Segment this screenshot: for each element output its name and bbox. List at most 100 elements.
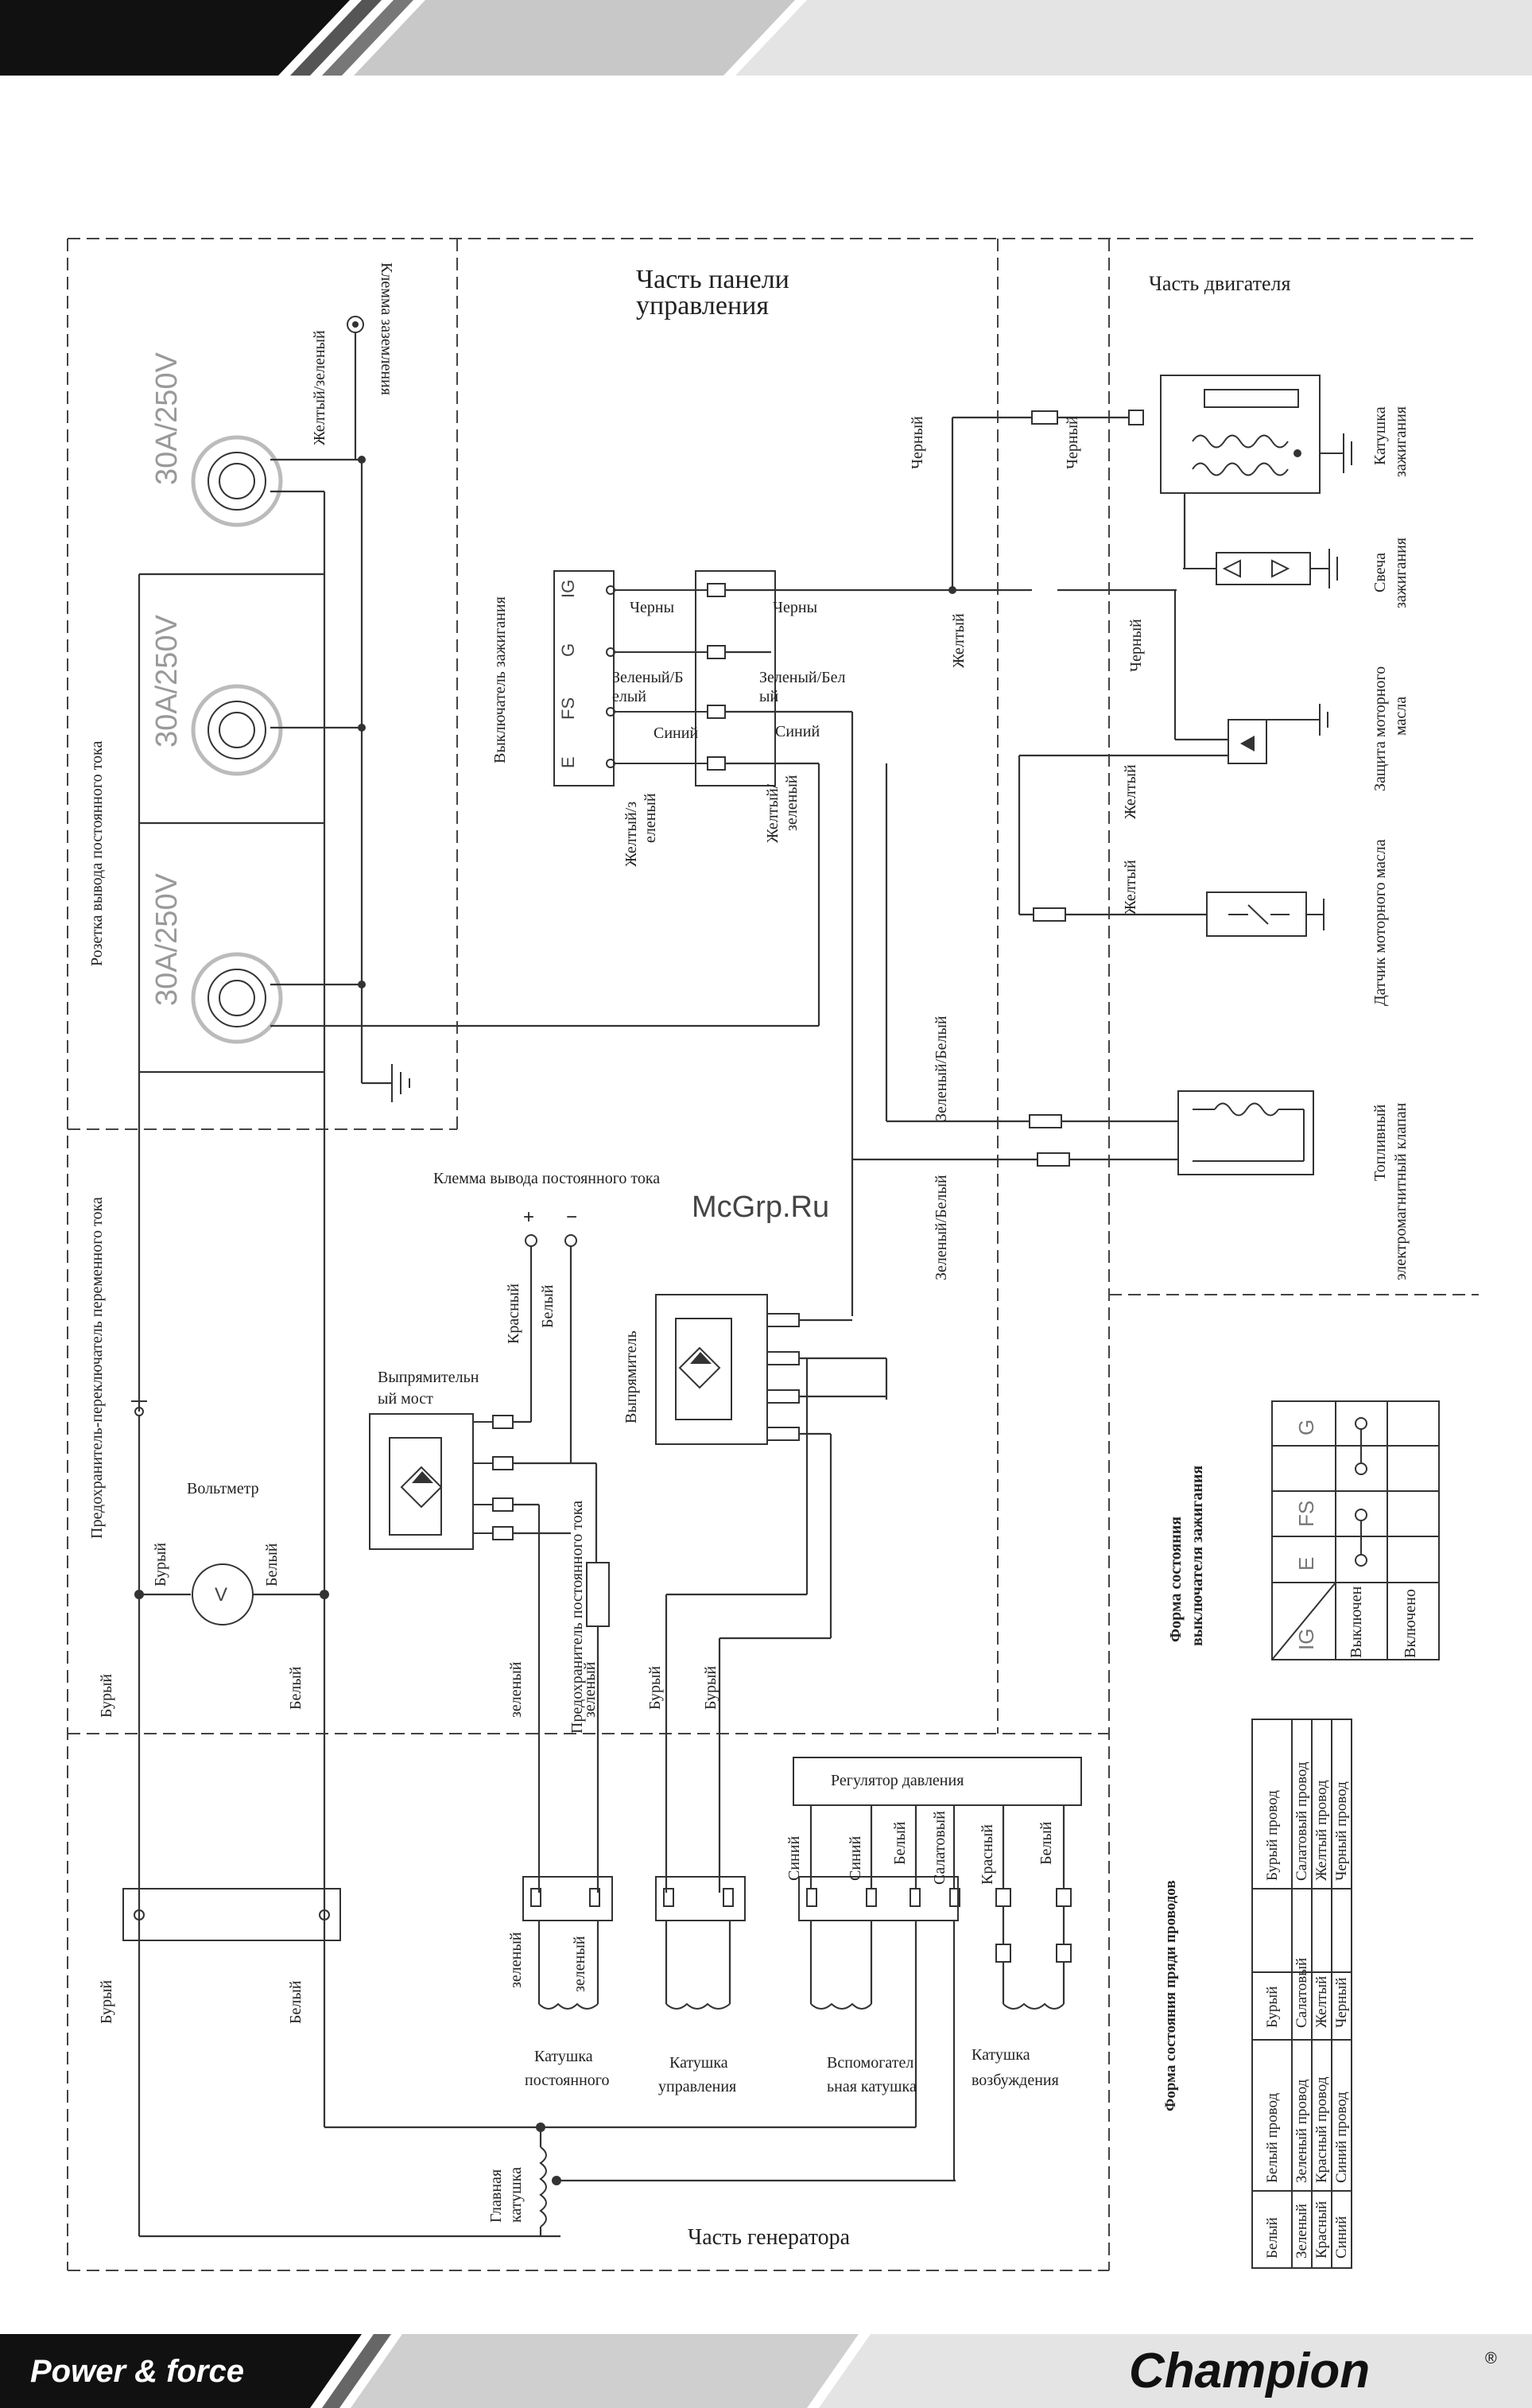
engine-section-title: Часть двигателя (1149, 272, 1291, 295)
coil-ctrl-label-b: управления (658, 2078, 736, 2095)
socket-1 (191, 435, 283, 527)
switch-header-fs: FS (1294, 1501, 1318, 1527)
switch-row-on: Включено (1402, 1589, 1419, 1658)
dc-sockets (138, 435, 366, 1594)
socket-label: Розетка вывода постоянного тока (88, 741, 106, 966)
socket-2 (191, 684, 283, 776)
blue-r-label-b: Синий (847, 1836, 864, 1881)
black-label-1: Черны (630, 599, 674, 616)
wire-cell-1-3: Салатовый провод (1293, 1761, 1310, 1881)
plus-label: + (523, 1206, 534, 1228)
pressure-regulator-label: Регулятор давления (831, 1772, 964, 1789)
ignition-switch-box (324, 570, 1032, 1316)
black-v-label-1: Черный (909, 416, 926, 469)
spark-label-b: зажигания (1392, 538, 1410, 608)
coil-aux-label-a: Вспомогател (827, 2054, 913, 2072)
green-v-label-1: зеленый (507, 1661, 525, 1718)
wire-cell-2-2: Желтый (1313, 1976, 1330, 2028)
yellow-v-label: Желтый (950, 613, 968, 668)
coil-dc-label-b: постоянного (525, 2072, 609, 2089)
wire-cell-3-2: Черный (1333, 1978, 1350, 2028)
oil-sensor-label: Датчик моторного масла (1371, 839, 1389, 1006)
main-coil-label-b: катушка (507, 2167, 525, 2223)
rectifier-label: Выпрямитель (622, 1330, 640, 1423)
dc-output-rectifiers (369, 1234, 888, 1893)
ignition-coil-label-a: Катушка (1371, 406, 1389, 465)
wire-table (1251, 1719, 1352, 2269)
switch-header-ig: IG (1294, 1629, 1318, 1650)
section-borders (67, 238, 1479, 2271)
brown-label-3: Бурый (646, 1666, 664, 1710)
bridge-label-b: ый мост (378, 1390, 433, 1408)
minus-label: − (566, 1206, 577, 1228)
gw-v-label-2: Зеленый/Белый (933, 1175, 950, 1280)
rating-label-1: 30A/250V (150, 351, 184, 485)
white-r-label-2: Белый (1037, 1821, 1055, 1865)
yellow-green-label-b: еленый (642, 793, 659, 843)
voltmeter-label: Вольтметр (187, 1480, 259, 1497)
ignition-switch-label: Выключатель зажигания (491, 596, 509, 763)
yellow-green-label: Желтый/зеленый (311, 330, 328, 445)
white-label-3: Белый (287, 1666, 304, 1710)
coil-ctrl-label-a: Катушка (669, 2054, 728, 2072)
switch-header-e: E (1294, 1557, 1318, 1571)
green-label-4: зеленый (571, 1936, 588, 1992)
wire-cell-3-3: Черный провод (1333, 1781, 1350, 1881)
ground-terminal (347, 316, 410, 1102)
wire-cell-0-3: Бурый провод (1264, 1790, 1281, 1881)
footer-band (0, 2334, 1532, 2408)
oil-protect-label-b: масла (1392, 697, 1410, 736)
wire-cell-0-2: Бурый (1264, 1987, 1281, 2028)
wire-cell-2-0: Красный (1313, 2201, 1330, 2258)
watermark: McGrp.Ru (692, 1190, 829, 1224)
white-label: Белый (539, 1284, 557, 1328)
brown-label-2: Бурый (98, 1674, 115, 1718)
header-band (0, 0, 1532, 76)
panel-section-title-2: управления (636, 291, 769, 320)
engine-parts (852, 375, 1352, 1175)
main-coil-label-a: Главная (487, 2169, 505, 2223)
green-white-label-1b: елый (612, 688, 646, 705)
switch-row-off: Выключен (1348, 1586, 1365, 1658)
fuel-valve-label-a: Топливный (1371, 1104, 1389, 1181)
yellow-green-label-a: Желтый/з (622, 802, 640, 867)
coil-exc-label-b: возбуждения (972, 2072, 1059, 2089)
brown-label-1: Бурый (152, 1543, 169, 1587)
panel-section-title-1: Часть панели (636, 265, 789, 294)
yg-label-2b: зеленый (783, 775, 801, 831)
wire-cell-2-1: Красный провод (1313, 2076, 1330, 2183)
green-label-3: зеленый (507, 1932, 525, 1988)
switch-header-g: G (1294, 1420, 1318, 1435)
green-v-label-2: зеленый (581, 1661, 599, 1718)
wire-cell-1-1: Зеленый провод (1293, 2079, 1310, 2183)
terminal-fs: FS (558, 697, 578, 720)
brown-label-5: Бурый (98, 1980, 115, 2024)
bridge-label-a: Выпрямительн (378, 1369, 479, 1386)
blue-label-1: Синий (654, 724, 698, 742)
green-white-label-2: Зеленый/Бел (759, 669, 846, 686)
ac-breaker-voltmeter (122, 1388, 916, 2238)
switch-state-table (1271, 1400, 1440, 1660)
dc-terminal-label: Клемма вывода постоянного тока (433, 1170, 660, 1187)
yg-label-2a: Желтый/ (764, 783, 782, 843)
switch-table-title-a: Форма состояния (1167, 1517, 1185, 1642)
footer-left-brand: Power & force (30, 2354, 244, 2389)
rating-label-3: 30A/250V (150, 872, 184, 1006)
switch-table-title-b: выключателя зажигания (1189, 1466, 1206, 1646)
main-coil (536, 2123, 956, 2236)
wire-cell-3-0: Синий (1333, 2216, 1350, 2258)
white-label-4: Белый (287, 1980, 304, 2024)
white-r-label: Белый (891, 1821, 909, 1865)
white-label-2: Белый (263, 1543, 281, 1587)
coil-aux-label-b: ьная катушка (827, 2078, 917, 2095)
spark-label-a: Свеча (1371, 553, 1389, 592)
red-label: Красный (505, 1284, 522, 1344)
wire-cell-2-3: Желтый провод (1313, 1780, 1330, 1881)
terminal-ig: IG (558, 580, 578, 598)
terminal-e: E (558, 756, 578, 768)
wire-cell-1-0: Зеленый (1293, 2204, 1310, 2258)
yellow-v-label-3: Желтый (1122, 860, 1139, 915)
wire-cell-0-0: Белый (1264, 2217, 1281, 2258)
blue-r-label-a: Синий (785, 1836, 803, 1881)
